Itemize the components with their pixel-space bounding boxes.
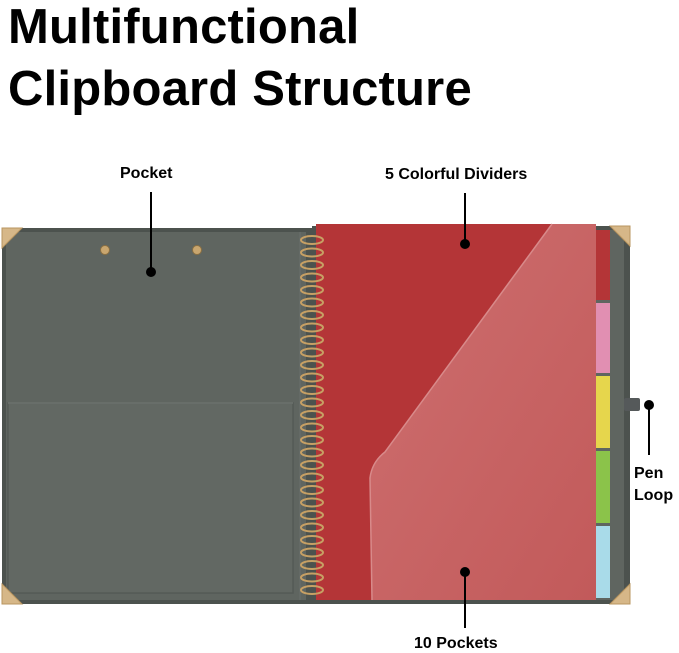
spiral-coil bbox=[300, 372, 324, 383]
corner-protector-icon bbox=[1, 227, 24, 250]
pockets-pointer-dot bbox=[460, 567, 470, 577]
pocket-callout-label: Pocket bbox=[120, 165, 173, 182]
tab-blue bbox=[594, 526, 610, 598]
spiral-coil bbox=[300, 397, 324, 408]
pen-loop bbox=[624, 398, 640, 411]
page-title: Multifunctional Clipboard Structure bbox=[8, 0, 472, 120]
spiral-coil bbox=[300, 385, 324, 395]
spiral-coil bbox=[300, 422, 324, 433]
title-line-2: Clipboard Structure bbox=[8, 62, 472, 116]
left-pocket bbox=[7, 402, 294, 594]
spiral-coil bbox=[300, 272, 324, 283]
spiral-coil bbox=[300, 260, 324, 270]
spiral-coil bbox=[300, 522, 324, 533]
spiral-coil bbox=[300, 247, 324, 258]
spiral-coil bbox=[300, 347, 324, 358]
spiral-coil bbox=[300, 310, 324, 320]
spiral-coil bbox=[300, 335, 324, 345]
clip-rivet-icon bbox=[100, 245, 110, 255]
spiral-coil bbox=[300, 322, 324, 333]
spiral-coil bbox=[300, 547, 324, 558]
corner-protector-icon bbox=[608, 582, 631, 605]
spiral-coil bbox=[300, 435, 324, 445]
spiral-coil bbox=[300, 297, 324, 308]
corner-protector-icon bbox=[1, 582, 24, 605]
pen-loop-callout-label: Pen Loop bbox=[634, 463, 673, 507]
pen-loop-line-2: Loop bbox=[634, 487, 674, 504]
pen-loop-pointer-dot bbox=[644, 400, 654, 410]
pockets-callout-label: 10 Pockets bbox=[414, 635, 498, 652]
divider-tabs bbox=[594, 230, 610, 598]
pen-loop-line-1: Pen bbox=[634, 465, 664, 482]
spiral-coil bbox=[300, 410, 324, 420]
pocket-pointer-dot bbox=[146, 267, 156, 277]
spiral-coil bbox=[300, 460, 324, 470]
spiral-coil bbox=[300, 572, 324, 583]
dividers-pointer-dot bbox=[460, 239, 470, 249]
spiral-coil bbox=[300, 472, 324, 483]
title-line-1: Multifunctional bbox=[8, 0, 360, 54]
tab-red bbox=[594, 230, 610, 300]
spiral-coil bbox=[300, 360, 324, 370]
spiral-coil bbox=[300, 585, 324, 595]
spiral-coil bbox=[300, 485, 324, 495]
tab-pink bbox=[594, 303, 610, 373]
left-cover bbox=[2, 228, 312, 604]
spiral-coil bbox=[300, 285, 324, 295]
spiral-binding-icon bbox=[300, 235, 324, 595]
spiral-coil bbox=[300, 535, 324, 545]
dividers-callout-label: 5 Colorful Dividers bbox=[385, 166, 528, 183]
spiral-coil bbox=[300, 560, 324, 570]
tab-yellow bbox=[594, 376, 610, 448]
tab-green bbox=[594, 451, 610, 523]
spiral-coil bbox=[300, 235, 324, 245]
spiral-coil bbox=[300, 510, 324, 520]
spiral-coil bbox=[300, 497, 324, 508]
corner-protector-icon bbox=[608, 225, 631, 248]
divider-pocket bbox=[370, 224, 596, 600]
spiral-coil bbox=[300, 447, 324, 458]
clip-rivet-icon bbox=[192, 245, 202, 255]
